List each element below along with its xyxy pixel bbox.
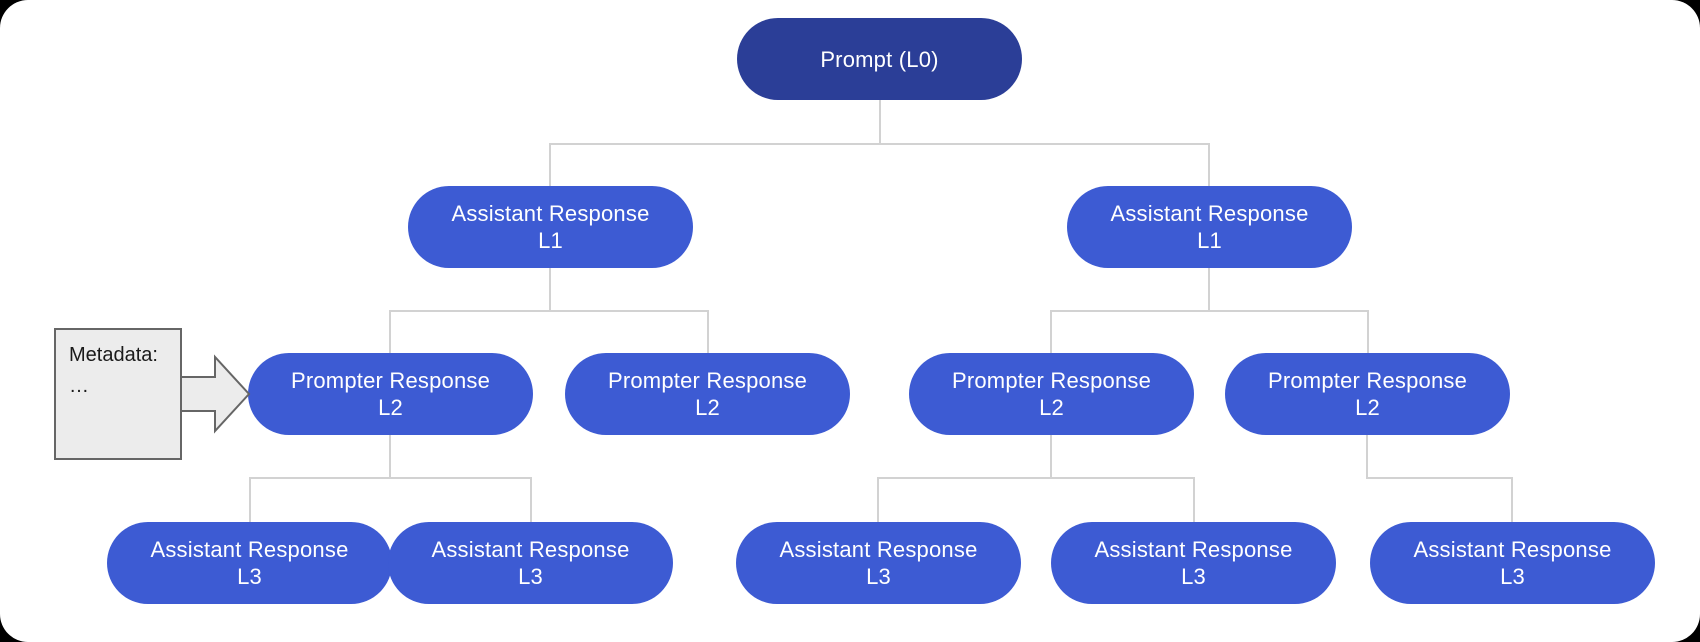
metadata-note-title: Metadata: [69,344,158,366]
connector-l2-3-stem [1050,434,1052,478]
node-label-line1: Prompter Response [1267,368,1468,393]
connector-to-l3-4 [1193,477,1195,523]
connector-l2-4-branch [1366,477,1513,479]
connector-to-l1-right [1208,143,1210,188]
connector-to-l3-5 [1511,477,1513,523]
node-label-line1: Prompter Response [607,368,808,393]
connector-root-stem [879,100,881,144]
connector-to-l3-2 [530,477,532,523]
node-assistant-response-l3-4: Assistant Response L3 [1051,522,1336,604]
connector-l1-right-stem [1208,267,1210,311]
node-label-line1: Assistant Response [1110,201,1309,226]
connector-to-l2-4 [1367,310,1369,354]
metadata-note-ellipsis: … [69,375,89,397]
node-label-line2: L2 [1039,395,1064,420]
node-prompter-response-l2-3: Prompter Response L2 [909,353,1194,435]
node-label-line2: L3 [237,564,262,589]
node-label-line2: L3 [866,564,891,589]
node-prompt-l0: Prompt (L0) [737,18,1022,100]
metadata-note-box: Metadata: … [54,328,182,460]
connector-l2-1-stem [389,434,391,478]
connector-to-l2-2 [707,310,709,354]
node-label-line2: L2 [378,395,403,420]
connector-l2-4-stem [1366,434,1368,478]
connector-root-branch [549,143,1210,145]
connector-l1-left-stem [549,267,551,311]
connector-to-l2-1 [389,310,391,354]
node-label-line2: L2 [1355,395,1380,420]
node-assistant-response-l3-2: Assistant Response L3 [388,522,673,604]
connector-l2-3-branch [877,477,1195,479]
connector-l2-1-branch [249,477,532,479]
connector-l1-right-branch [1050,310,1369,312]
node-label-line1: Assistant Response [431,537,630,562]
connector-to-l3-3 [877,477,879,523]
connector-to-l1-left [549,143,551,188]
node-label-line1: Assistant Response [150,537,349,562]
node-label-line1: Prompter Response [951,368,1152,393]
node-assistant-response-l3-1: Assistant Response L3 [107,522,392,604]
node-label-line2: L3 [1500,564,1525,589]
node-label-line2: L3 [518,564,543,589]
node-label-line1: Assistant Response [779,537,978,562]
node-prompter-response-l2-2: Prompter Response L2 [565,353,850,435]
node-assistant-response-l3-5: Assistant Response L3 [1370,522,1655,604]
node-assistant-response-l3-3: Assistant Response L3 [736,522,1021,604]
node-prompt-l0-label: Prompt (L0) [820,46,939,72]
connector-l1-left-branch [389,310,709,312]
node-label-line2: L1 [1197,228,1222,253]
node-label-line1: Assistant Response [451,201,650,226]
node-prompter-response-l2-1: Prompter Response L2 [248,353,533,435]
node-assistant-response-l1-left: Assistant Response L1 [408,186,693,268]
node-label-line1: Assistant Response [1413,537,1612,562]
node-label-line2: L1 [538,228,563,253]
node-prompter-response-l2-4: Prompter Response L2 [1225,353,1510,435]
connector-to-l2-3 [1050,310,1052,354]
node-label-line1: Prompter Response [290,368,491,393]
node-label-line1: Assistant Response [1094,537,1293,562]
node-label-line2: L3 [1181,564,1206,589]
node-assistant-response-l1-right: Assistant Response L1 [1067,186,1352,268]
connector-to-l3-1 [249,477,251,523]
node-label-line2: L2 [695,395,720,420]
